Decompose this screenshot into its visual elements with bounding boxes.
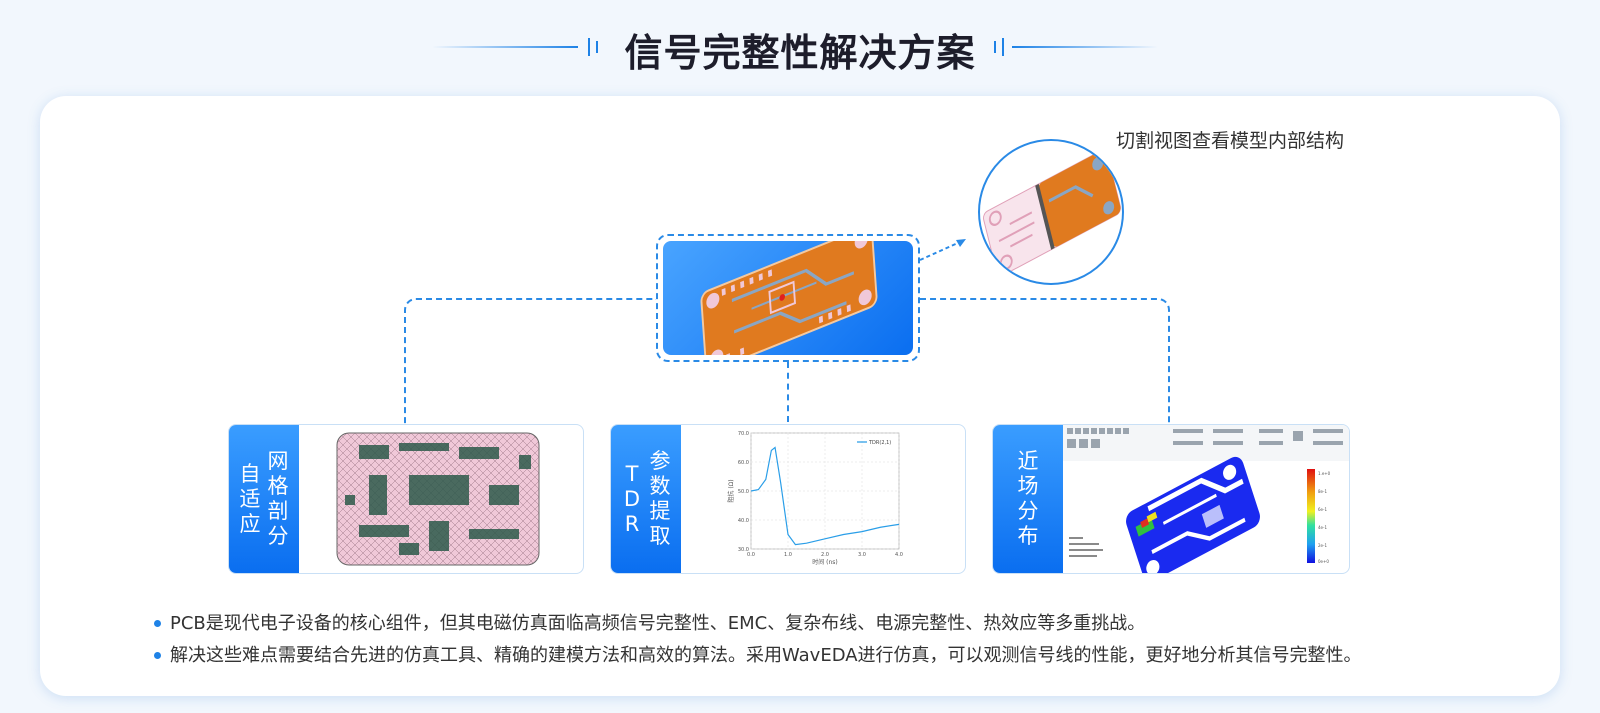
callout-arrow <box>919 239 966 261</box>
bullet-dot <box>154 620 161 627</box>
colorbar-tick: 2e-1 <box>1318 543 1327 548</box>
connector-left <box>404 298 658 424</box>
title-tick-right <box>1002 38 1004 56</box>
x-tick-label: 2.0 <box>821 552 829 558</box>
y-axis-label: 阻抗 (Ω) <box>727 479 735 502</box>
feature-label-nearfield: 近场分布 <box>993 425 1063 573</box>
feature-label-text: 网格剖分 <box>267 449 289 548</box>
series-line <box>750 446 900 546</box>
feature-label-text: TDR <box>623 461 641 536</box>
feature-card-tdr[interactable]: TDR 参数提取 0.0 1.0 2.0 3.0 4.0 30.0 40.0 50.0 60.0… <box>610 424 966 574</box>
cutaway-view-image <box>983 149 1121 277</box>
feature-label-tdr: TDR 参数提取 <box>611 425 681 573</box>
connector-middle <box>787 362 789 422</box>
nearfield-visual: 1.e+0 8e-1 6e-1 4e-1 2e-1 0e+0 <box>1063 425 1349 573</box>
pcb-model-card[interactable] <box>656 234 920 362</box>
title-decoration-right <box>1012 46 1158 48</box>
feature-label-text: 参数提取 <box>649 449 671 548</box>
y-tick-label: 50.0 <box>738 489 749 495</box>
colorbar <box>1307 469 1315 563</box>
pcb-model-view <box>663 241 913 355</box>
colorbar-tick: 6e-1 <box>1318 507 1327 512</box>
x-tick-label: 1.0 <box>784 552 792 558</box>
tdr-chart: 0.0 1.0 2.0 3.0 4.0 30.0 40.0 50.0 60.0 70.0 时间 (n… <box>727 431 903 566</box>
colorbar-tick: 1.e+0 <box>1318 471 1331 476</box>
y-tick-label: 70.0 <box>738 431 749 437</box>
colorbar-tick: 0e+0 <box>1318 559 1329 564</box>
connector-right <box>920 298 1170 424</box>
feature-card-nearfield[interactable]: 近场分布 <box>992 424 1350 574</box>
page-title: 信号完整性解决方案 <box>624 31 976 75</box>
tdr-visual: 0.0 1.0 2.0 3.0 4.0 30.0 40.0 50.0 60.0 70.0 时间 (n… <box>681 425 965 573</box>
x-axis-label: 时间 (ns) <box>812 558 838 566</box>
mesh-visual <box>299 425 583 573</box>
x-tick-label: 4.0 <box>895 552 903 558</box>
description-list: PCB是现代电子设备的核心组件，但其电磁仿真面临高频信号完整性、EMC、复杂布线… <box>154 608 1554 672</box>
y-tick-label: 30.0 <box>738 547 749 553</box>
cutaway-view[interactable] <box>978 139 1124 285</box>
nearfield-image: 1.e+0 8e-1 6e-1 4e-1 2e-1 0e+0 <box>1063 425 1349 573</box>
title-tick-left-2 <box>596 41 598 53</box>
colorbar-tick: 8e-1 <box>1318 489 1327 494</box>
y-tick-label: 40.0 <box>738 518 749 524</box>
mesh-image <box>336 432 540 566</box>
feature-label-text: 近场分布 <box>1017 449 1039 548</box>
title-tick-right-2 <box>994 41 996 53</box>
bullet-text: PCB是现代电子设备的核心组件，但其电磁仿真面临高频信号完整性、EMC、复杂布线… <box>170 613 1146 634</box>
content-panel <box>40 96 1560 696</box>
feature-card-mesh[interactable]: 自适应 网格剖分 <box>228 424 584 574</box>
pcb-model-image <box>700 241 878 355</box>
feature-label-col-2: 网格剖分 <box>265 425 291 573</box>
feature-label-col-1: 自适应 <box>237 425 263 573</box>
feature-label-col-1: 近场分布 <box>1015 425 1041 573</box>
x-tick-label: 0.0 <box>747 552 755 558</box>
x-tick-label: 3.0 <box>858 552 866 558</box>
title-decoration-left <box>432 46 578 48</box>
list-item: 解决这些难点需要结合先进的仿真工具、精确的建模方法和高效的算法。采用WavEDA… <box>154 640 1554 672</box>
feature-label-col-2: 参数提取 <box>647 425 673 573</box>
feature-label-col-1: TDR <box>619 425 645 573</box>
legend-label: TDR(2,1) <box>868 440 891 446</box>
header: 信号完整性解决方案 <box>0 14 1600 80</box>
y-tick-label: 60.0 <box>738 460 749 466</box>
callout-label: 切割视图查看模型内部结构 <box>1116 130 1345 152</box>
list-item: PCB是现代电子设备的核心组件，但其电磁仿真面临高频信号完整性、EMC、复杂布线… <box>154 608 1554 640</box>
bullet-text: 解决这些难点需要结合先进的仿真工具、精确的建模方法和高效的算法。采用WavEDA… <box>170 645 1362 666</box>
feature-label-mesh: 自适应 网格剖分 <box>229 425 299 573</box>
feature-label-text: 自适应 <box>239 461 261 536</box>
colorbar-tick: 4e-1 <box>1318 525 1327 530</box>
title-tick-left <box>588 38 590 56</box>
bullet-dot <box>154 652 161 659</box>
